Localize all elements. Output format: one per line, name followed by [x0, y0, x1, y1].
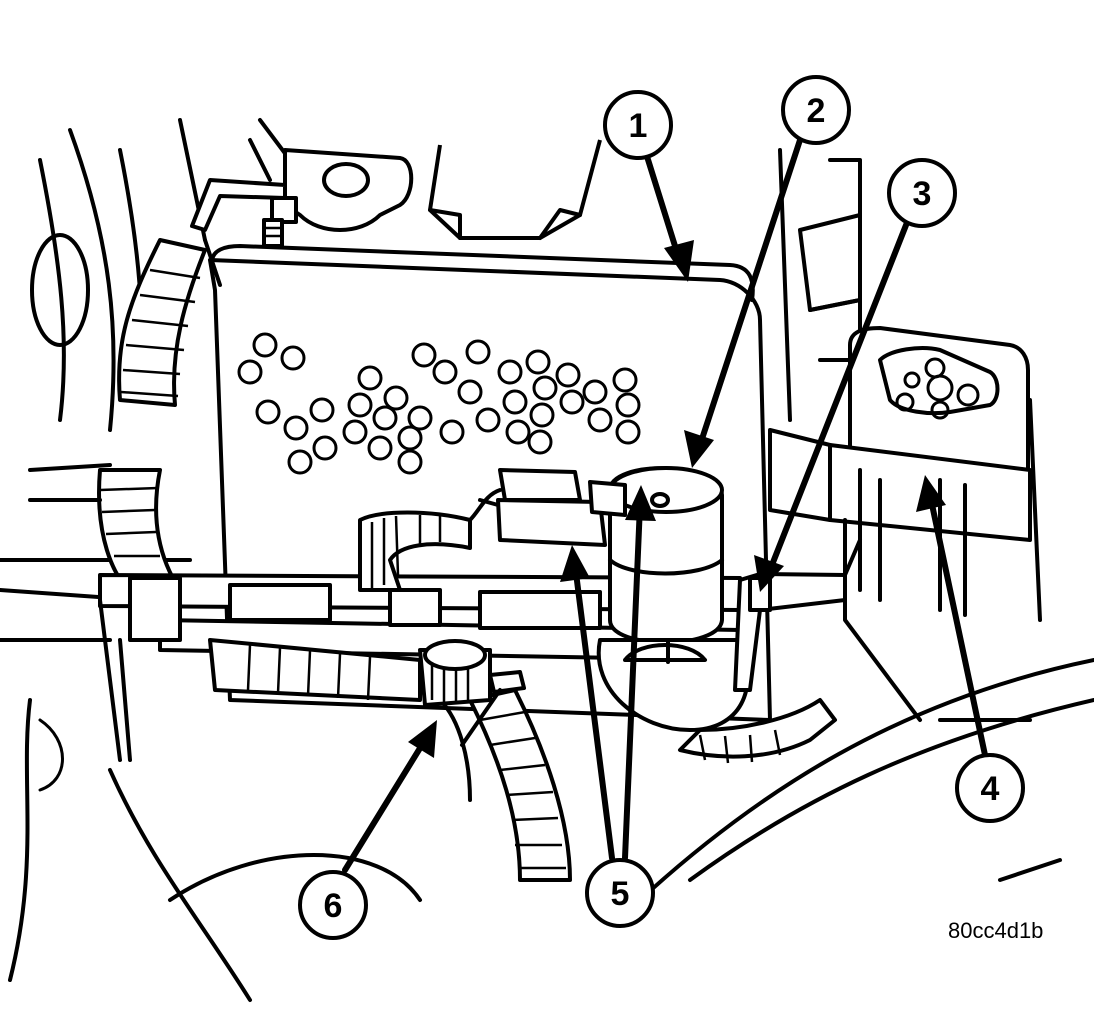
arrow-6 [408, 720, 437, 758]
callout-4-label: 4 [981, 770, 1000, 808]
callout-1-label: 1 [629, 107, 648, 145]
top-sensor [190, 148, 414, 248]
arrow-3 [754, 555, 784, 592]
leader-4 [927, 492, 988, 758]
arrow-4 [916, 475, 946, 512]
callout-6-label: 6 [324, 887, 343, 925]
leader-5b [622, 502, 643, 861]
figure-code: 80cc4d1b [948, 918, 1044, 943]
callout-3-circle [887, 158, 957, 228]
callout-5-label: 5 [611, 875, 630, 913]
relay-box [768, 326, 1032, 722]
arrow-5a [560, 545, 590, 582]
callout-2-label: 2 [807, 92, 826, 130]
callout-6-circle [298, 870, 368, 940]
callout-5-circle [585, 858, 655, 928]
callout-4-circle [955, 753, 1025, 823]
callout-3-label: 3 [913, 175, 932, 213]
reservoir-holes [237, 332, 641, 475]
leader-lines [342, 137, 988, 873]
leader-3 [767, 212, 913, 573]
callouts: 1 2 3 4 5 6 [298, 75, 1025, 940]
hose-fitting [418, 639, 526, 747]
leader-5a [572, 562, 615, 861]
right-lower-hose [678, 698, 837, 764]
arrow-2 [684, 430, 714, 468]
callout-1-circle [603, 90, 673, 160]
callout-2-circle [781, 75, 851, 145]
arrow-5b [625, 485, 656, 521]
leader-1 [642, 147, 683, 265]
lower-hose [208, 638, 572, 882]
leader-2 [697, 137, 803, 448]
left-harness [28, 238, 207, 602]
electrical-connector [358, 468, 607, 592]
arrow-1 [664, 240, 694, 282]
leader-6 [342, 737, 428, 873]
